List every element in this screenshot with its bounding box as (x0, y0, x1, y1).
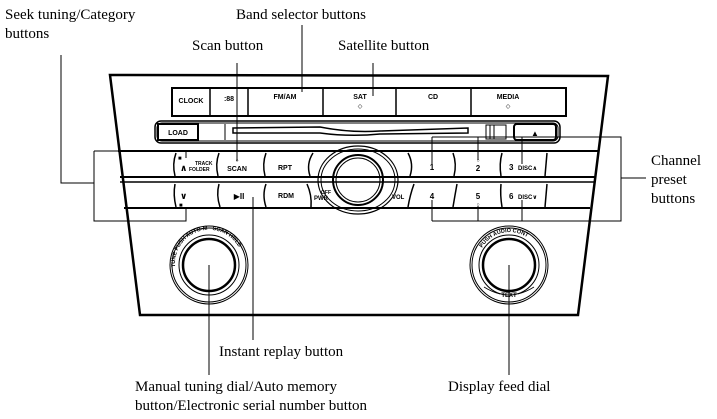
band-selector-row: CLOCK :88 FM/AM SAT ◇ CD MEDIA ◇ (171, 87, 567, 117)
preset-2-button[interactable]: 2 (476, 164, 481, 173)
callout-scan-button: Scan button (192, 38, 264, 54)
callout-channel-preset-line2: preset (651, 172, 688, 188)
rpt-button[interactable]: RPT (278, 165, 293, 172)
callout-display-feed: Display feed dial (448, 379, 550, 395)
power-button[interactable]: PWR (314, 196, 329, 202)
seek-indicator-icon: ■ (178, 156, 182, 162)
seek-up-button[interactable]: ∧ (180, 163, 187, 173)
sat-button[interactable]: SAT (353, 94, 367, 101)
clock-button[interactable]: CLOCK (179, 98, 204, 105)
fm-am-button[interactable]: FM/AM (274, 94, 297, 101)
cd-slot (232, 126, 469, 137)
callout-band-selector: Band selector buttons (236, 7, 366, 23)
preset-2-indicator-icon: ○ (476, 158, 479, 164)
preset-6-button[interactable]: 6 (509, 192, 514, 201)
callout-channel-preset-line3: buttons (651, 191, 695, 207)
load-button-frame[interactable] (157, 123, 199, 141)
load-button[interactable]: LOAD (168, 130, 188, 137)
faceplate-outline (108, 73, 610, 317)
seek-down-indicator-icon: ■ (179, 203, 183, 209)
scan-button[interactable]: SCAN (227, 166, 247, 173)
track-label: TRACK (195, 161, 213, 167)
left-dial-ring-label: TUNE PUSH AUTO-M · SCAN HOLD (171, 226, 242, 268)
preset-5-indicator-icon: ○ (476, 202, 479, 208)
sat-indicator-icon: ◇ (358, 104, 363, 110)
callout-manual-tuning-line1: Manual tuning dial/Auto memory (135, 379, 338, 395)
callout-leaders (60, 25, 646, 375)
vol-label: VOL (392, 195, 405, 201)
cd-slot-row: LOAD ▲ (154, 120, 561, 144)
eject-button[interactable]: ▲ (531, 129, 539, 138)
preset-3-button[interactable]: 3 (509, 163, 514, 172)
seek-down-button[interactable]: ∨ (180, 191, 187, 201)
off-label: OFF (321, 190, 331, 196)
disc-indicator-icon (485, 124, 507, 140)
callout-satellite-button: Satellite button (338, 38, 430, 54)
volume-power-knob[interactable] (317, 145, 399, 215)
folder-label: FOLDER (189, 167, 210, 173)
left-arrow-icon (483, 286, 501, 295)
disc-up-button[interactable]: DISC∧ (518, 166, 537, 172)
preset-1-button[interactable]: 1 (430, 163, 435, 172)
callout-instant-replay: Instant replay button (219, 344, 344, 360)
callout-seek-tuning-line1: Seek tuning/Category (5, 7, 136, 23)
rdm-button[interactable]: RDM (278, 193, 294, 200)
right-arrow-icon (517, 286, 535, 295)
disc-down-button[interactable]: DISC∨ (518, 195, 537, 201)
media-button[interactable]: MEDIA (497, 94, 520, 101)
play-pause-button[interactable]: ▶II (234, 192, 245, 201)
callout-manual-tuning-line2: button/Electronic serial number button (135, 398, 368, 414)
eject-button-frame[interactable] (513, 123, 557, 141)
callout-seek-tuning-line2: buttons (5, 26, 49, 42)
preset-5-button[interactable]: 5 (476, 192, 481, 201)
media-indicator-icon: ◇ (506, 104, 511, 110)
button-rows: ■ ∧ TRACK FOLDER ○ SCAN RPT 1 ○ 2 3 DISC… (118, 150, 598, 209)
cd-slot-frame-outer (154, 120, 561, 144)
cd-button[interactable]: CD (428, 94, 438, 101)
callout-channel-preset-line1: Channel (651, 153, 701, 169)
display-toggle-button[interactable]: :88 (224, 96, 234, 103)
preset-4-button[interactable]: 4 (430, 192, 435, 201)
band-row-frame (171, 87, 567, 117)
